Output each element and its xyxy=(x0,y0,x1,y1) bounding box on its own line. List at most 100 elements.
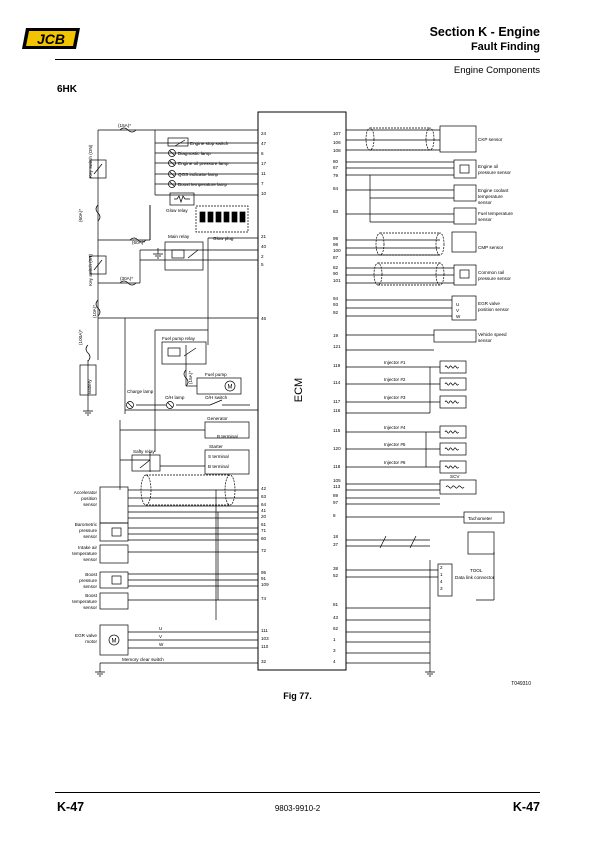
ecm-left-pin: 95 xyxy=(261,570,267,575)
ecm-right-pins: 1071061088067798483999810087829010194939… xyxy=(333,131,341,664)
coolant-temp-label-line-0: Engine coolant xyxy=(478,188,509,193)
injector-2 xyxy=(439,377,467,391)
injector-coil-3 xyxy=(444,400,459,404)
ecm-right-pin: 82 xyxy=(333,265,339,270)
fuel-temp-sensor xyxy=(453,207,477,225)
ecm-left-pin: 46 xyxy=(261,316,267,321)
coolant-temp-label-line-2: sensor xyxy=(478,200,492,205)
ecm-right-pin: 101 xyxy=(333,278,341,283)
ecm-left-pin: 42 xyxy=(261,486,267,491)
ecm-left-pin: 72 xyxy=(261,548,267,553)
intake-temp-label-line-0: Intake air xyxy=(78,545,97,550)
left-wiring xyxy=(87,129,258,490)
ecm-right-pin: 120 xyxy=(333,446,341,451)
vehicle-speed-label-line-1: sensor xyxy=(478,338,492,343)
injector-label-1: Injector #1 xyxy=(384,360,406,365)
footer-rule xyxy=(55,792,540,793)
ecm-left-pins: 2447617117102140254642636441206171607295… xyxy=(261,131,269,664)
cmp-label: CMP sensor xyxy=(478,245,504,250)
ecm-right-pin: 113 xyxy=(333,484,341,489)
accel-sensor-label-line-0: Accelerator xyxy=(74,490,98,495)
ecm-right-pin: 92 xyxy=(333,310,339,315)
key-switch-on-label: Key switch (ON) xyxy=(88,144,93,178)
egr-position-label-line-0: EGR valve xyxy=(478,301,500,306)
injector-4 xyxy=(439,425,467,439)
intake-temp-label-line-1: temperature xyxy=(72,551,97,556)
oil-pressure-sensor xyxy=(453,159,477,179)
right-text-labels: CKP sensor CMP sensor U V W SCV Tachomet… xyxy=(450,137,504,580)
right-wiring xyxy=(346,125,505,677)
scv xyxy=(439,479,477,495)
injector-coil-1 xyxy=(444,365,459,369)
egr-motor-label-line-0: EGR valve xyxy=(75,633,97,638)
battery xyxy=(79,364,97,396)
injector-label-3: Injector #3 xyxy=(384,395,406,400)
subsection-title: Fault Finding xyxy=(470,41,540,53)
b-terminal-label: B terminal xyxy=(217,434,238,439)
ecm-right-pin: 117 xyxy=(333,399,341,404)
ecm-right-pin: 38 xyxy=(333,566,339,571)
lamps xyxy=(126,149,176,409)
jcb-logo: JCB xyxy=(22,28,80,49)
fuel-pump-box xyxy=(196,377,242,395)
boost-temp-label-line-0: Boost xyxy=(85,593,97,598)
ecm-left-pin: 61 xyxy=(261,522,267,527)
ecm-left-pin: 7 xyxy=(261,181,264,186)
footer-page-right: K-47 xyxy=(512,800,540,814)
engine-stop-switch-label: Engine stop switch xyxy=(190,141,229,146)
coolant-temp-label-line-1: temperature xyxy=(478,194,503,199)
fuse-30a-label: (30A)* xyxy=(120,276,133,281)
fuse-15a-small-label: (15A)* xyxy=(188,371,193,384)
boost-temp-label-line-2: sensor xyxy=(83,605,97,610)
dlc-pin: 4 xyxy=(440,579,443,584)
components-title: Engine Components xyxy=(453,65,540,76)
ecm-right-pin: 119 xyxy=(333,363,341,368)
diagnostic-lamp-label: Diagnostic lamp xyxy=(178,151,211,156)
intake-temp-label-line-2: sensor xyxy=(83,557,97,562)
injector-coil-5 xyxy=(444,447,459,451)
boost-temp-box xyxy=(99,592,129,610)
ecm-left-pin: 71 xyxy=(261,528,267,533)
footer-page-left: K-47 xyxy=(57,800,85,814)
figure-ref: T049310 xyxy=(511,681,531,687)
injector-5 xyxy=(439,442,467,456)
ecm-right-pin: 89 xyxy=(333,493,339,498)
accel-sensor-label-line-1: position xyxy=(81,496,97,501)
fuel-pump-relay-label: Fuel pump relay xyxy=(162,336,196,341)
left-sensor-wiring xyxy=(95,474,258,677)
safety-relay xyxy=(131,454,161,472)
engine-stop-switch xyxy=(174,139,186,147)
baro-sensor-label-line-0: Barometric xyxy=(75,522,98,527)
ecm-left-pin: 40 xyxy=(261,244,267,249)
accel-sensor-label-line-2: sensor xyxy=(83,502,97,507)
ecm-left-pin: 64 xyxy=(261,502,267,507)
generator-label: Generator xyxy=(207,416,228,421)
glow-plug-label: Glow plug xyxy=(213,236,234,241)
egr-w-label: W xyxy=(456,314,461,319)
ecm-right-pin: 81 xyxy=(333,602,339,607)
injector-label-4: Injector #4 xyxy=(384,425,406,430)
s-terminal-label: S terminal xyxy=(208,454,229,459)
ecm-right-pin: 37 xyxy=(333,542,339,547)
scv-label: SCV xyxy=(450,474,460,479)
ecm-right-pin: 83 xyxy=(333,209,339,214)
glow-relay xyxy=(169,192,195,206)
fuse-15a-label: (15A)* xyxy=(118,123,131,128)
injector-3 xyxy=(439,395,467,409)
footer-doc-number: 9803-9910-2 xyxy=(274,804,321,813)
ckp-sensor xyxy=(439,125,477,153)
ecm-right-pin: 52 xyxy=(333,573,339,578)
ecm-left-pin: 32 xyxy=(261,659,267,664)
ecm-label: ECM xyxy=(293,378,305,402)
injector-6 xyxy=(439,460,467,474)
ecm-right-pin: 79 xyxy=(333,173,339,178)
svg-text:M: M xyxy=(112,639,117,645)
ecm-right-pin: 116 xyxy=(333,408,341,413)
ecm-left-pin: 110 xyxy=(261,644,269,649)
boost-pressure-label-line-0: Boost xyxy=(85,572,97,577)
tool-label: TOOL xyxy=(470,568,483,573)
injector-coils xyxy=(439,360,467,474)
ecm-right-pin: 19 xyxy=(333,333,339,338)
ecm-right-pin: 18 xyxy=(333,534,339,539)
